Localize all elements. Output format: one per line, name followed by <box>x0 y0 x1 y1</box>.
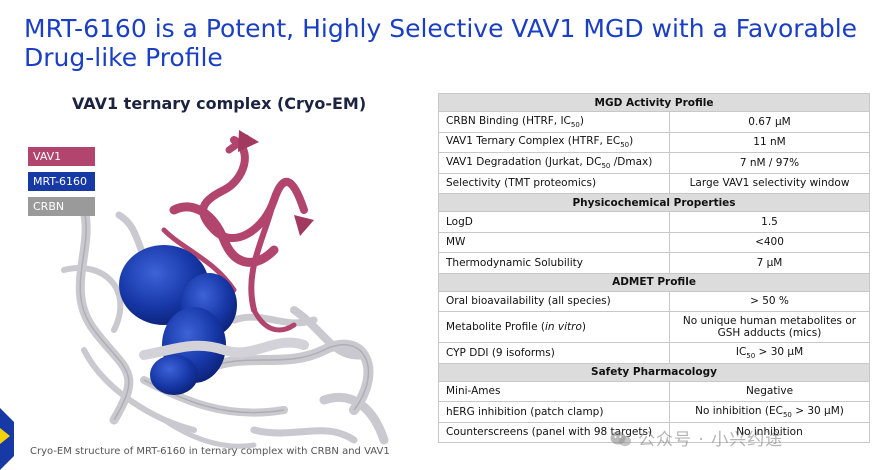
row-label-text: MW <box>446 236 466 249</box>
row-label-text: Mini-Ames <box>446 385 501 398</box>
row-label-italic: in vitro <box>545 321 582 333</box>
table-row: Selectivity (TMT proteomics) Large VAV1 s… <box>438 172 870 194</box>
row-label: Oral bioavailability (all species) <box>438 290 670 312</box>
row-value: Large VAV1 selectivity window <box>669 172 870 194</box>
table-row: Oral bioavailability (all species) > 50 % <box>438 290 870 312</box>
row-value-text: > 30 μM <box>755 345 804 358</box>
row-label-suffix: ) <box>579 114 584 127</box>
row-label-suffix: /Dmax) <box>610 155 653 168</box>
row-label: Metabolite Profile (in vitro) <box>438 311 670 343</box>
cryo-em-structure-image <box>61 130 389 449</box>
section-header-row: Safety Pharmacology <box>438 362 870 382</box>
row-label-subscript: 50 <box>620 141 630 150</box>
row-label: LogD <box>438 211 670 233</box>
table-row: VAV1 Degradation (Jurkat, DC50 /Dmax)7 n… <box>438 152 870 174</box>
table-row: MW <400 <box>438 231 870 253</box>
corner-logo-icon <box>0 408 14 470</box>
row-value: 7 μM <box>669 252 870 274</box>
row-label: hERG inhibition (patch clamp) <box>438 401 670 423</box>
row-value: IC50 > 30 μM <box>669 342 870 364</box>
table-row: CYP DDI (9 isoforms) IC50 > 30 μM <box>438 342 870 364</box>
row-value: No inhibition <box>669 421 870 443</box>
table-row: VAV1 Ternary Complex (HTRF, EC50)11 nM <box>438 131 870 153</box>
row-label-suffix: ) <box>581 321 587 333</box>
mrt-6160-molecule <box>119 245 237 395</box>
watermark: 公众号 · 小兴约途 <box>610 425 783 450</box>
legend-crbn: CRBN <box>28 197 95 216</box>
table-row: CRBN Binding (HTRF, IC50)0.67 μM <box>438 111 870 133</box>
row-value-text: No inhibition (EC <box>695 404 783 417</box>
row-value: 7 nM / 97% <box>669 152 870 174</box>
row-value: No unique human metabolites or GSH adduc… <box>669 311 870 343</box>
row-label-text: Metabolite Profile ( <box>446 321 545 333</box>
row-label-text: Oral bioavailability (all species) <box>446 295 611 308</box>
row-value: > 50 % <box>669 290 870 312</box>
row-label: MW <box>438 231 670 253</box>
section-header-row: ADMET Profile <box>438 272 870 292</box>
table-row: Thermodynamic Solubility 7 μM <box>438 252 870 274</box>
table-row: Counterscreens (panel with 98 targets) No… <box>438 421 870 443</box>
row-label: CYP DDI (9 isoforms) <box>438 342 670 364</box>
row-value: <400 <box>669 231 870 253</box>
figure-subtitle: VAV1 ternary complex (Cryo-EM) <box>72 94 367 113</box>
row-label-text: VAV1 Ternary Complex (HTRF, EC <box>446 135 621 148</box>
row-label-text: CRBN Binding (HTRF, IC <box>446 114 571 127</box>
table-row: hERG inhibition (patch clamp) No inhibiti… <box>438 401 870 423</box>
table-row: LogD 1.5 <box>438 211 870 233</box>
section-header: ADMET Profile <box>438 272 870 292</box>
row-label-text: VAV1 Degradation (Jurkat, DC <box>446 155 602 168</box>
row-value: 1.5 <box>669 211 870 233</box>
row-label-subscript: 50 <box>601 161 611 170</box>
row-label-text: LogD <box>446 215 473 228</box>
legend-mrt-6160: MRT-6160 <box>28 172 95 191</box>
row-label: Mini-Ames <box>438 380 670 402</box>
row-label-subscript: 50 <box>570 120 580 129</box>
row-label-suffix: ) <box>629 135 634 148</box>
row-label: Thermodynamic Solubility <box>438 252 670 274</box>
row-label: CRBN Binding (HTRF, IC50) <box>438 111 670 133</box>
row-value: 11 nM <box>669 131 870 153</box>
row-label-text: Selectivity (TMT proteomics) <box>446 177 597 190</box>
row-label: VAV1 Degradation (Jurkat, DC50 /Dmax) <box>438 152 670 174</box>
table-row: Mini-Ames Negative <box>438 380 870 402</box>
row-value-subscript: 50 <box>782 410 792 419</box>
row-value: No inhibition (EC50 > 30 μM) <box>669 401 870 423</box>
figure-caption: Cryo-EM structure of MRT-6160 in ternary… <box>30 446 390 457</box>
row-label: VAV1 Ternary Complex (HTRF, EC50) <box>438 131 670 153</box>
section-header-row: MGD Activity Profile <box>438 93 870 112</box>
legend-vav1: VAV1 <box>28 147 95 166</box>
row-label-text: Thermodynamic Solubility <box>446 256 583 269</box>
wechat-icon <box>610 431 631 447</box>
row-value: Negative <box>669 380 870 402</box>
row-label: Selectivity (TMT proteomics) <box>438 172 670 194</box>
section-header: MGD Activity Profile <box>438 93 870 112</box>
row-value: 0.67 μM <box>669 111 870 133</box>
row-value-text: IC <box>735 345 747 358</box>
row-value-subscript: 50 <box>746 351 756 360</box>
watermark-text: 公众号 · 小兴约途 <box>638 430 784 450</box>
section-header-row: Physicochemical Properties <box>438 193 870 212</box>
section-header: Safety Pharmacology <box>438 362 870 382</box>
slide-title: MRT-6160 is a Potent, Highly Selective V… <box>24 14 858 72</box>
row-value-text: > 30 μM) <box>791 404 844 417</box>
row-label-text: Counterscreens (panel with 98 targets) <box>446 426 653 439</box>
table-row: Metabolite Profile (in vitro)No unique h… <box>438 311 870 343</box>
section-header: Physicochemical Properties <box>438 193 870 212</box>
row-label-text: CYP DDI (9 isoforms) <box>446 346 555 359</box>
row-label-text: hERG inhibition (patch clamp) <box>446 405 604 418</box>
